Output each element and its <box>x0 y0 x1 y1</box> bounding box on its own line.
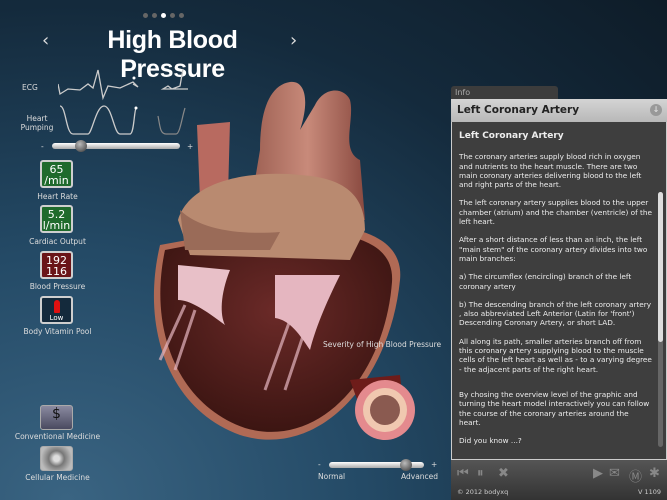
scrollbar-thumb[interactable] <box>658 192 663 342</box>
info-header-title: Left Coronary Artery <box>457 104 580 116</box>
value: 65 <box>49 163 64 176</box>
chevron-right-icon[interactable]: › <box>290 30 298 51</box>
pause-icon[interactable]: ⏸ <box>477 466 484 481</box>
settings-icon[interactable]: ✱ <box>649 466 660 481</box>
tab-info[interactable]: Info <box>451 86 558 100</box>
severity-minus: - <box>318 460 321 469</box>
page-dot-active[interactable] <box>161 13 166 18</box>
info-paragraph: After a short distance of less than an i… <box>459 235 648 263</box>
info-paragraph: Did you know ...? <box>459 436 522 446</box>
blood-pressure-label: Blood Pressure <box>29 282 86 291</box>
m-logo-icon[interactable]: Ⓜ <box>629 470 643 485</box>
diastolic: 116 <box>46 265 67 278</box>
page-dot[interactable] <box>179 13 184 18</box>
slider-knob[interactable] <box>75 140 88 152</box>
person-icon <box>53 300 60 313</box>
info-paragraph: a) The circumflex (encircling) branch of… <box>459 272 632 291</box>
download-icon[interactable]: ↓ <box>650 104 662 116</box>
info-paragraph: By chosing the overview level of the gra… <box>459 389 650 427</box>
severity-plus: + <box>431 460 438 469</box>
severity-min-label: Normal <box>318 472 346 481</box>
page-indicator[interactable] <box>143 13 184 18</box>
severity-max-label: Advanced <box>401 472 439 481</box>
slider-knob[interactable] <box>399 459 412 471</box>
slider-plus: + <box>187 142 194 151</box>
conventional-medicine-button[interactable]: $ <box>40 405 73 430</box>
vitamin-pool-label: Body Vitamin Pool <box>23 327 92 336</box>
severity-slider[interactable] <box>329 459 424 471</box>
info-header: Left Coronary Artery ↓ <box>451 99 667 122</box>
copyright: © 2012 bodyxq <box>457 488 509 496</box>
unit: l/min <box>42 219 71 232</box>
chevron-left-icon[interactable]: ‹ <box>42 30 50 51</box>
info-panel: Info Left Coronary Artery ↓ Left Coronar… <box>451 86 667 500</box>
pumping-slider[interactable] <box>52 140 180 152</box>
mail-icon[interactable]: ✉ <box>609 466 620 481</box>
severity-label: Severity of High Blood Pressure <box>323 340 442 349</box>
bottom-toolbar: ⏮ ⏸ ✖ ▶ ✉ Ⓜ ✱ © 2012 bodyxq V 1109 <box>451 460 667 500</box>
systolic: 192 <box>46 254 67 267</box>
info-paragraph: b) The descending branch of the left cor… <box>459 299 652 328</box>
page-title: High Blood Pressure <box>107 26 238 83</box>
flag-icon[interactable]: ▶ <box>593 466 603 481</box>
ecg-label: ECG <box>22 83 38 92</box>
skip-back-icon[interactable]: ⏮ <box>457 466 469 481</box>
value: 5.2 <box>47 208 66 221</box>
version: V 1109 <box>637 488 661 496</box>
page-dot[interactable] <box>152 13 157 18</box>
mute-icon[interactable]: ✖ <box>498 466 509 481</box>
cardiac-output-label: Cardiac Output <box>29 237 86 246</box>
ecg-graph <box>58 68 188 101</box>
info-paragraph: The coronary arteries supply blood rich … <box>459 152 642 190</box>
info-paragraph: The left coronary artery supplies blood … <box>459 198 652 227</box>
vitamin-pool-tile[interactable]: Low <box>40 296 73 324</box>
page-dot[interactable] <box>143 13 148 18</box>
info-content: Left Coronary Artery The coronary arteri… <box>451 122 667 460</box>
value: Low <box>49 314 64 322</box>
info-paragraph: All along its path, smaller arteries bra… <box>459 336 652 374</box>
slider-minus: - <box>41 142 44 151</box>
cellular-medicine-label: Cellular Medicine <box>25 473 90 482</box>
heart-pumping-label: Heart Pumping <box>20 114 54 132</box>
heart-rate-tile[interactable]: 65/min <box>40 160 73 188</box>
conventional-medicine-label: Conventional Medicine <box>14 432 101 441</box>
cellular-medicine-button[interactable] <box>40 446 73 471</box>
scrollbar[interactable] <box>658 192 663 447</box>
caduceus-icon: $ <box>52 406 61 422</box>
heart-pumping-graph <box>59 105 186 135</box>
heart-rate-label: Heart Rate <box>37 192 78 201</box>
heart-model[interactable] <box>100 60 460 500</box>
info-heading: Left Coronary Artery <box>459 131 564 141</box>
unit: /min <box>44 174 69 187</box>
page-dot[interactable] <box>170 13 175 18</box>
artery-cross-section <box>350 375 415 440</box>
